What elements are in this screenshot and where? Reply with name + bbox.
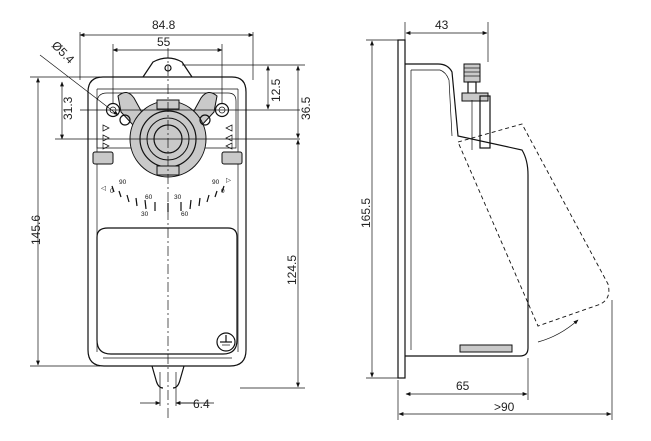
left-pad xyxy=(92,151,114,165)
dim-shaft-to-top: 36.5 xyxy=(299,96,313,120)
side-inner-edge xyxy=(411,69,453,137)
dim-hole-diameter: Ø5.4 xyxy=(49,38,78,67)
dim-side-height: 165.5 xyxy=(359,198,373,228)
dim-hole-to-top: 12.5 xyxy=(269,78,283,102)
dim-total-height: 145.6 xyxy=(29,215,43,245)
dim-shaft-to-bottom: 124.5 xyxy=(285,255,299,285)
swung-cover-outline xyxy=(457,123,610,327)
scale-left-arrow: ◁ xyxy=(101,185,107,192)
side-bottom-pad xyxy=(459,344,513,353)
dim-bottom-depth: 65 xyxy=(456,379,470,393)
side-dimensions xyxy=(366,22,613,420)
scale-label-left-0: 0 xyxy=(110,188,114,195)
side-body-outline xyxy=(405,63,529,357)
bottom-slot xyxy=(151,365,185,389)
position-scale xyxy=(111,185,225,212)
earth-symbol xyxy=(216,332,236,352)
scale-label-right-0: 0 xyxy=(221,188,225,195)
scale-label-left-60: 60 xyxy=(145,194,153,201)
scale-right-arrow: ▷ xyxy=(226,177,232,184)
dim-bottom-slot: 6.4 xyxy=(193,397,210,411)
scale-label-left-30: 30 xyxy=(141,211,149,218)
scale-label-right-30: 30 xyxy=(174,194,182,201)
swing-arrow xyxy=(537,319,579,343)
side-view: 43 165.5 65 >90 xyxy=(359,18,613,420)
side-base-plate xyxy=(397,39,406,379)
dim-top-depth: 43 xyxy=(435,18,449,32)
side-bolt xyxy=(461,63,491,150)
dim-width-total: 84.8 xyxy=(152,18,176,32)
scale-label-right-60: 60 xyxy=(181,211,189,218)
dim-swing-clearance: >90 xyxy=(494,400,515,414)
right-pad xyxy=(221,151,243,165)
limit-markers xyxy=(102,124,233,150)
dim-hole-to-shaft: 31.3 xyxy=(61,96,75,120)
lower-cover xyxy=(96,227,238,355)
housing-outline xyxy=(87,76,247,367)
scale-label-left-90: 90 xyxy=(119,179,127,186)
front-view: ◁ 0 90 60 30 30 60 90 0 ▷ xyxy=(29,18,313,420)
upper-mechanism-outline xyxy=(96,92,237,149)
dim-hole-spacing: 55 xyxy=(157,35,171,49)
scale-label-right-90: 90 xyxy=(212,179,220,186)
front-dimensions xyxy=(30,32,305,405)
mounting-tab xyxy=(142,57,193,78)
